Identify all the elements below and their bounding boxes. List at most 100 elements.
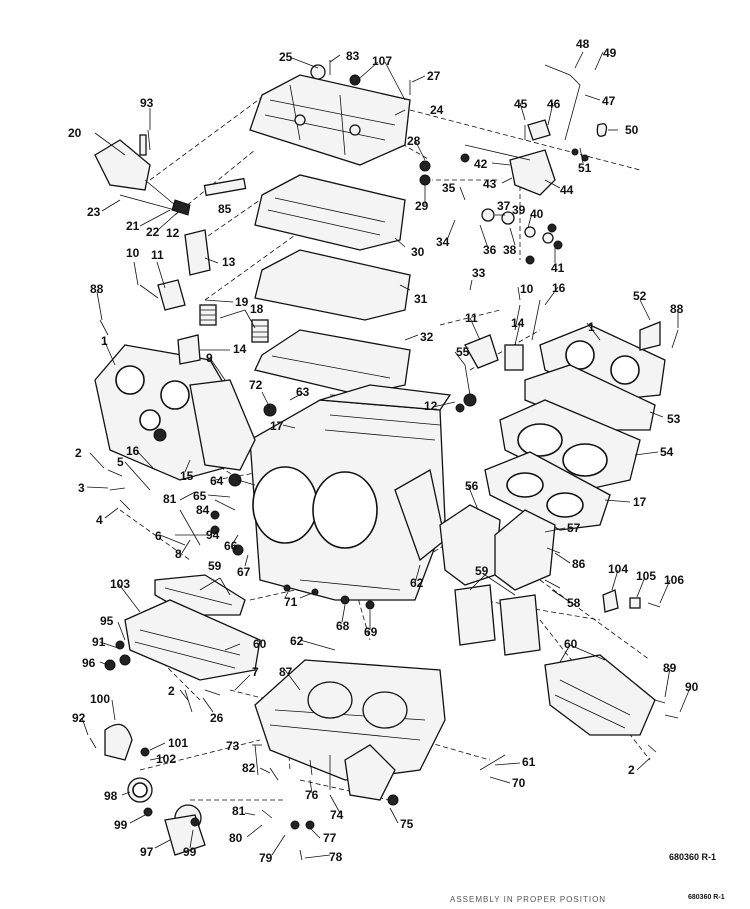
label-74: 74 <box>330 808 344 822</box>
label-75: 75 <box>400 817 414 831</box>
label-83: 83 <box>346 49 360 63</box>
label-63: 63 <box>296 385 310 399</box>
label-1b: 1 <box>588 320 595 334</box>
label-8: 8 <box>175 547 182 561</box>
label-5: 5 <box>117 455 124 469</box>
fasteners <box>89 60 679 861</box>
thermostat-cover-14 <box>177 334 201 365</box>
label-95: 95 <box>100 614 114 628</box>
label-2b: 2 <box>168 684 175 698</box>
label-80: 80 <box>229 831 243 845</box>
thermostat-housing-11 <box>157 279 186 311</box>
label-50: 50 <box>625 123 639 137</box>
label-69: 69 <box>364 625 378 639</box>
label-92: 92 <box>72 711 86 725</box>
label-99b: 99 <box>183 845 197 859</box>
throttle-linkage <box>464 64 608 244</box>
label-36: 36 <box>483 243 497 257</box>
cylinder-head-left <box>94 344 256 481</box>
label-29: 29 <box>415 199 429 213</box>
label-1: 1 <box>101 334 108 348</box>
label-41: 41 <box>551 261 565 275</box>
label-54: 54 <box>660 445 674 459</box>
reed-block-left <box>124 599 261 681</box>
hose-13 <box>184 229 211 276</box>
label-16: 16 <box>126 444 140 458</box>
label-26: 26 <box>210 711 224 725</box>
label-6: 6 <box>155 529 162 543</box>
label-17b: 17 <box>633 495 647 509</box>
label-32: 32 <box>420 330 434 344</box>
label-42: 42 <box>474 157 488 171</box>
label-62: 62 <box>410 576 424 590</box>
cover-gasket <box>254 174 406 251</box>
cover-plate <box>254 249 411 321</box>
label-45: 45 <box>514 97 528 111</box>
label-102: 102 <box>156 752 176 766</box>
label-52: 52 <box>633 289 647 303</box>
label-62b: 62 <box>290 634 304 648</box>
label-31: 31 <box>414 292 428 306</box>
label-51: 51 <box>578 161 592 175</box>
reed-block-right <box>544 654 656 736</box>
label-71: 71 <box>284 595 298 609</box>
label-3: 3 <box>78 481 85 495</box>
label-14: 14 <box>233 342 247 356</box>
label-11b: 11 <box>465 311 478 325</box>
label-47: 47 <box>602 94 616 108</box>
bracket-104 <box>602 589 619 613</box>
label-84: 84 <box>196 503 210 517</box>
cylinder-block <box>249 384 452 601</box>
reference-code: 680360 R-1 <box>669 852 717 862</box>
leader-lines <box>81 51 691 859</box>
reed-gasket-right <box>454 584 541 656</box>
label-64: 64 <box>210 474 224 488</box>
thermostat-springs <box>199 304 269 343</box>
label-61: 61 <box>522 755 536 769</box>
label-81: 81 <box>232 804 246 818</box>
label-57: 57 <box>567 521 581 535</box>
label-88: 88 <box>90 282 104 296</box>
label-46: 46 <box>547 97 561 111</box>
label-2c: 2 <box>628 763 635 777</box>
label-13: 13 <box>222 255 236 269</box>
label-7: 7 <box>252 665 259 679</box>
label-87: 87 <box>279 665 293 679</box>
label-88b: 88 <box>670 302 684 316</box>
clip-105 <box>629 597 641 609</box>
label-76: 76 <box>305 788 319 802</box>
label-22: 22 <box>146 225 160 239</box>
cover-gasket-56 <box>439 504 501 586</box>
label-99: 99 <box>114 818 128 832</box>
label-28: 28 <box>407 134 421 148</box>
label-40: 40 <box>530 207 544 221</box>
head-gasket-right <box>524 364 656 431</box>
label-79: 79 <box>259 851 273 865</box>
label-59: 59 <box>208 559 222 573</box>
label-81b: 81 <box>163 492 177 506</box>
label-97: 97 <box>140 845 154 859</box>
label-39: 39 <box>512 203 526 217</box>
label-60b: 60 <box>564 637 578 651</box>
label-86: 86 <box>572 557 586 571</box>
label-48: 48 <box>576 37 590 51</box>
label-27: 27 <box>427 69 441 83</box>
label-78: 78 <box>329 850 343 864</box>
label-58: 58 <box>567 596 581 610</box>
label-59b: 59 <box>475 564 489 578</box>
label-55: 55 <box>456 345 470 359</box>
thermostat-housing-right <box>464 334 499 369</box>
exhaust-cover <box>249 64 411 166</box>
label-72: 72 <box>249 378 263 392</box>
label-106: 106 <box>664 573 684 587</box>
label-16b: 16 <box>552 281 566 295</box>
label-10: 10 <box>126 246 140 260</box>
label-15: 15 <box>180 469 194 483</box>
label-33: 33 <box>472 266 486 280</box>
label-103: 103 <box>110 577 130 591</box>
label-43: 43 <box>483 177 497 191</box>
label-9: 9 <box>206 351 213 365</box>
label-60: 60 <box>253 637 267 651</box>
label-94: 94 <box>206 528 220 542</box>
